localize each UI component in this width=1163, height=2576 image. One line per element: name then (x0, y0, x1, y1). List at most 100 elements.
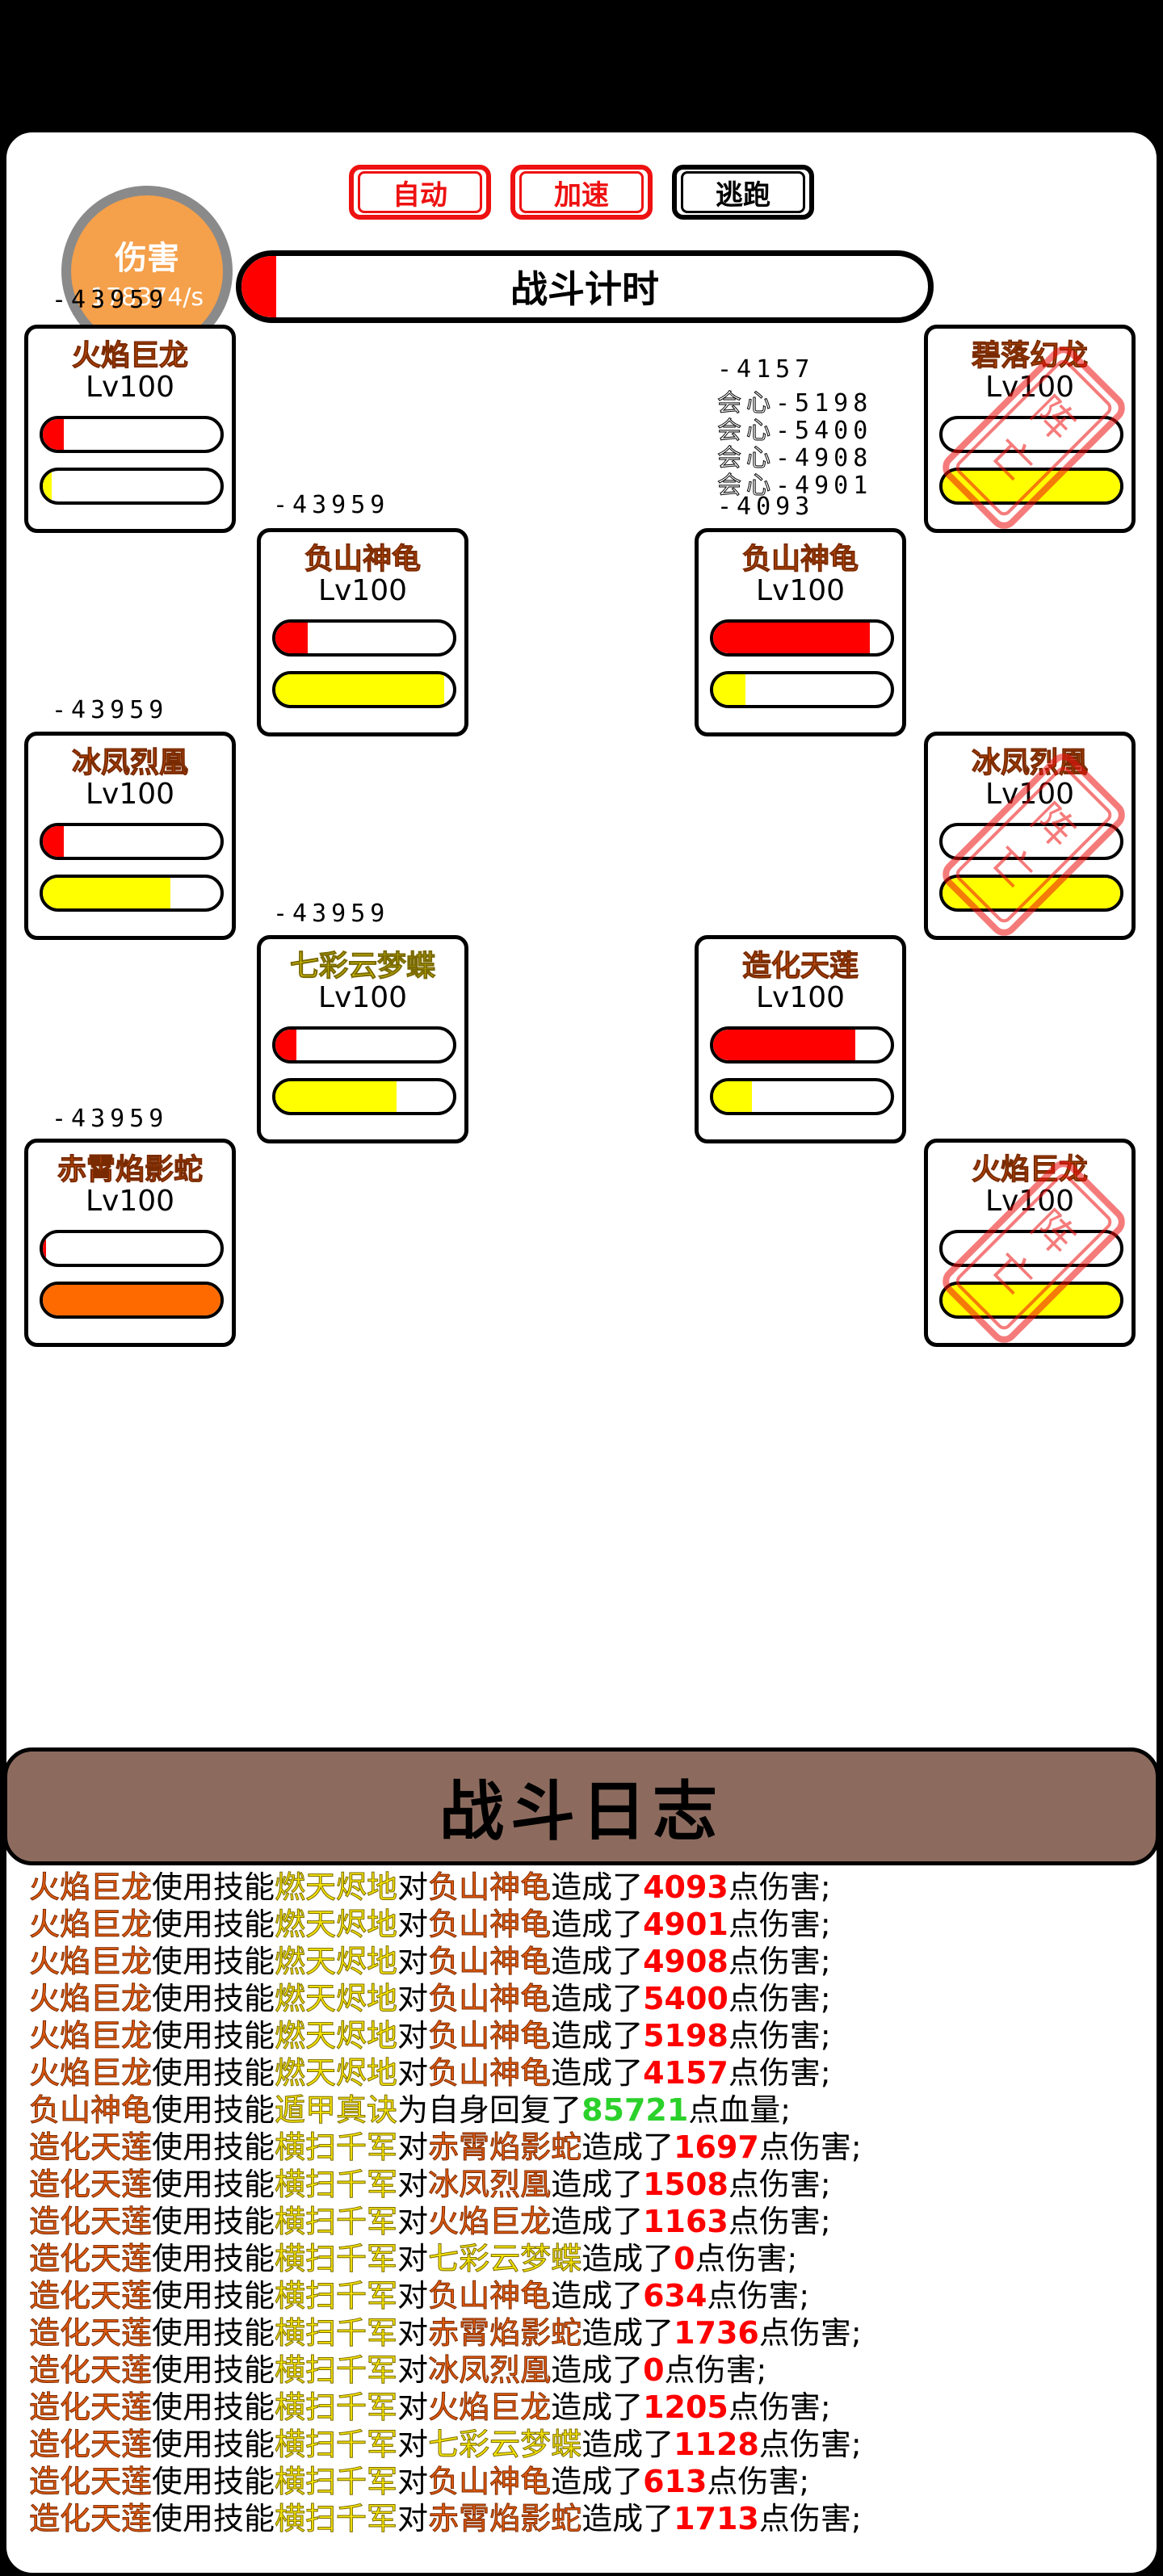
log-word-dmg: 点伤害; (758, 2427, 862, 2462)
crit-value: -5198 (775, 389, 873, 417)
log-skill: 横扫千军 (275, 2278, 398, 2314)
flee-button[interactable]: 逃跑 (672, 165, 814, 220)
log-word-hp: 点血量; (688, 2092, 791, 2128)
hp-bar (939, 416, 1123, 453)
log-word-use: 使用技能 (152, 1981, 275, 2016)
unit-level: Lv100 (985, 778, 1075, 811)
log-skill: 横扫千军 (275, 2129, 398, 2166)
log-word-use: 使用技能 (152, 1907, 275, 1942)
log-word-to: 对 (397, 2501, 429, 2536)
energy-bar-fill (275, 674, 444, 705)
log-skill: 横扫千军 (275, 2464, 398, 2500)
log-word-dmg: 点伤害; (728, 1944, 831, 1979)
unit-level: Lv100 (85, 1185, 175, 1218)
crit-value: -4901 (775, 472, 873, 500)
log-word-dmg: 点伤害; (695, 2241, 798, 2276)
log-word-dmg: 点伤害; (728, 2055, 831, 2091)
unit-name: 赤霄焰影蛇 (57, 1153, 203, 1187)
log-line: 造化天莲使用技能横扫千军对冰凤烈凰造成了0点伤害; (28, 2352, 1144, 2389)
log-word-use: 使用技能 (152, 2241, 275, 2276)
log-skill: 燃天烬地 (275, 1869, 398, 1906)
log-actor: 负山神龟 (28, 2092, 153, 2129)
log-line: 造化天莲使用技能横扫千军对赤霄焰影蛇造成了1697点伤害; (28, 2129, 1144, 2166)
damage-float-left-2: -43959 (273, 491, 390, 519)
log-actor: 造化天莲 (28, 2129, 153, 2166)
speed-button-label: 加速 (519, 171, 644, 213)
damage-float-left-3: -43959 (52, 696, 169, 724)
hp-bar (40, 1230, 224, 1267)
log-line: 火焰巨龙使用技能燃天烬地对负山神龟造成了4901点伤害; (28, 1906, 1144, 1943)
log-line: 火焰巨龙使用技能燃天烬地对负山神龟造成了5400点伤害; (28, 1980, 1144, 2017)
log-actor: 造化天莲 (28, 2241, 153, 2277)
log-damage-value: 1163 (643, 2204, 728, 2239)
log-word-use: 使用技能 (152, 1944, 275, 1979)
hp-bar-fill (43, 826, 65, 857)
log-word-use: 使用技能 (152, 2389, 275, 2425)
log-damage-value: 5400 (643, 1981, 728, 2016)
log-word-dmg: 点伤害; (707, 2278, 810, 2314)
log-line: 造化天莲使用技能横扫千军对负山神龟造成了634点伤害; (28, 2277, 1144, 2314)
crit-label: 会心 (717, 389, 775, 418)
log-line: 造化天莲使用技能横扫千军对七彩云梦蝶造成了0点伤害; (28, 2240, 1144, 2277)
crit-float-4: 会心-4901 (717, 465, 872, 501)
hp-bar (710, 619, 894, 657)
battle-log[interactable]: 火焰巨龙使用技能燃天烬地对负山神龟造成了4093点伤害;火焰巨龙使用技能燃天烬地… (28, 1869, 1144, 2537)
unit-name: 冰凤烈凰 (71, 746, 188, 780)
energy-bar (710, 1078, 894, 1115)
log-line: 造化天莲使用技能横扫千军对火焰巨龙造成了1205点伤害; (28, 2389, 1144, 2426)
log-damage-value: 4093 (643, 1869, 728, 1905)
log-word-cause: 造成了 (551, 2018, 644, 2054)
log-target: 负山神龟 (428, 2464, 552, 2500)
log-word-cause: 造成了 (551, 2204, 644, 2239)
log-skill: 遁甲真诀 (275, 2092, 398, 2129)
log-skill: 横扫千军 (275, 2241, 398, 2277)
log-target: 赤霄焰影蛇 (428, 2129, 582, 2166)
log-actor: 造化天莲 (28, 2464, 153, 2500)
unit-name: 造化天莲 (741, 950, 859, 984)
log-word-use: 使用技能 (152, 2278, 275, 2314)
log-word-to: 对 (397, 2352, 429, 2388)
log-heal-value: 85721 (582, 2092, 689, 2128)
crit-label: 会心 (717, 444, 775, 473)
log-word-use: 使用技能 (152, 2352, 275, 2388)
unit-name: 冰凤烈凰 (971, 746, 1088, 780)
damage-float-left-5: -43959 (52, 1105, 169, 1133)
log-word-cause: 造成了 (582, 2501, 674, 2536)
log-actor: 造化天莲 (28, 2167, 153, 2203)
log-line: 造化天莲使用技能横扫千军对火焰巨龙造成了1163点伤害; (28, 2203, 1144, 2240)
unit-name: 火焰巨龙 (971, 1153, 1088, 1187)
top-black-bar (0, 0, 1163, 129)
log-word-cause: 造成了 (551, 2352, 644, 2388)
log-actor: 造化天莲 (28, 2427, 153, 2463)
speed-button[interactable]: 加速 (510, 165, 653, 220)
energy-bar-fill (943, 878, 1120, 908)
hp-bar (40, 416, 224, 453)
log-word-cause: 造成了 (551, 2167, 644, 2202)
energy-bar (272, 671, 456, 708)
energy-bar (40, 468, 224, 505)
log-word-heal: 为自身回复了 (397, 2092, 582, 2128)
energy-bar (939, 1282, 1123, 1319)
log-target: 冰凤烈凰 (428, 2167, 552, 2203)
log-skill: 横扫千军 (275, 2204, 398, 2240)
auto-button[interactable]: 自动 (349, 165, 491, 220)
auto-button-label: 自动 (358, 171, 482, 213)
log-damage-value: 5198 (643, 2018, 728, 2054)
log-actor: 火焰巨龙 (28, 2055, 153, 2091)
log-word-to: 对 (397, 2389, 429, 2425)
log-word-use: 使用技能 (152, 2018, 275, 2054)
hp-bar (939, 823, 1123, 860)
log-damage-value: 613 (643, 2464, 707, 2499)
log-target: 负山神龟 (428, 1869, 552, 1906)
log-word-to: 对 (397, 1944, 429, 1979)
